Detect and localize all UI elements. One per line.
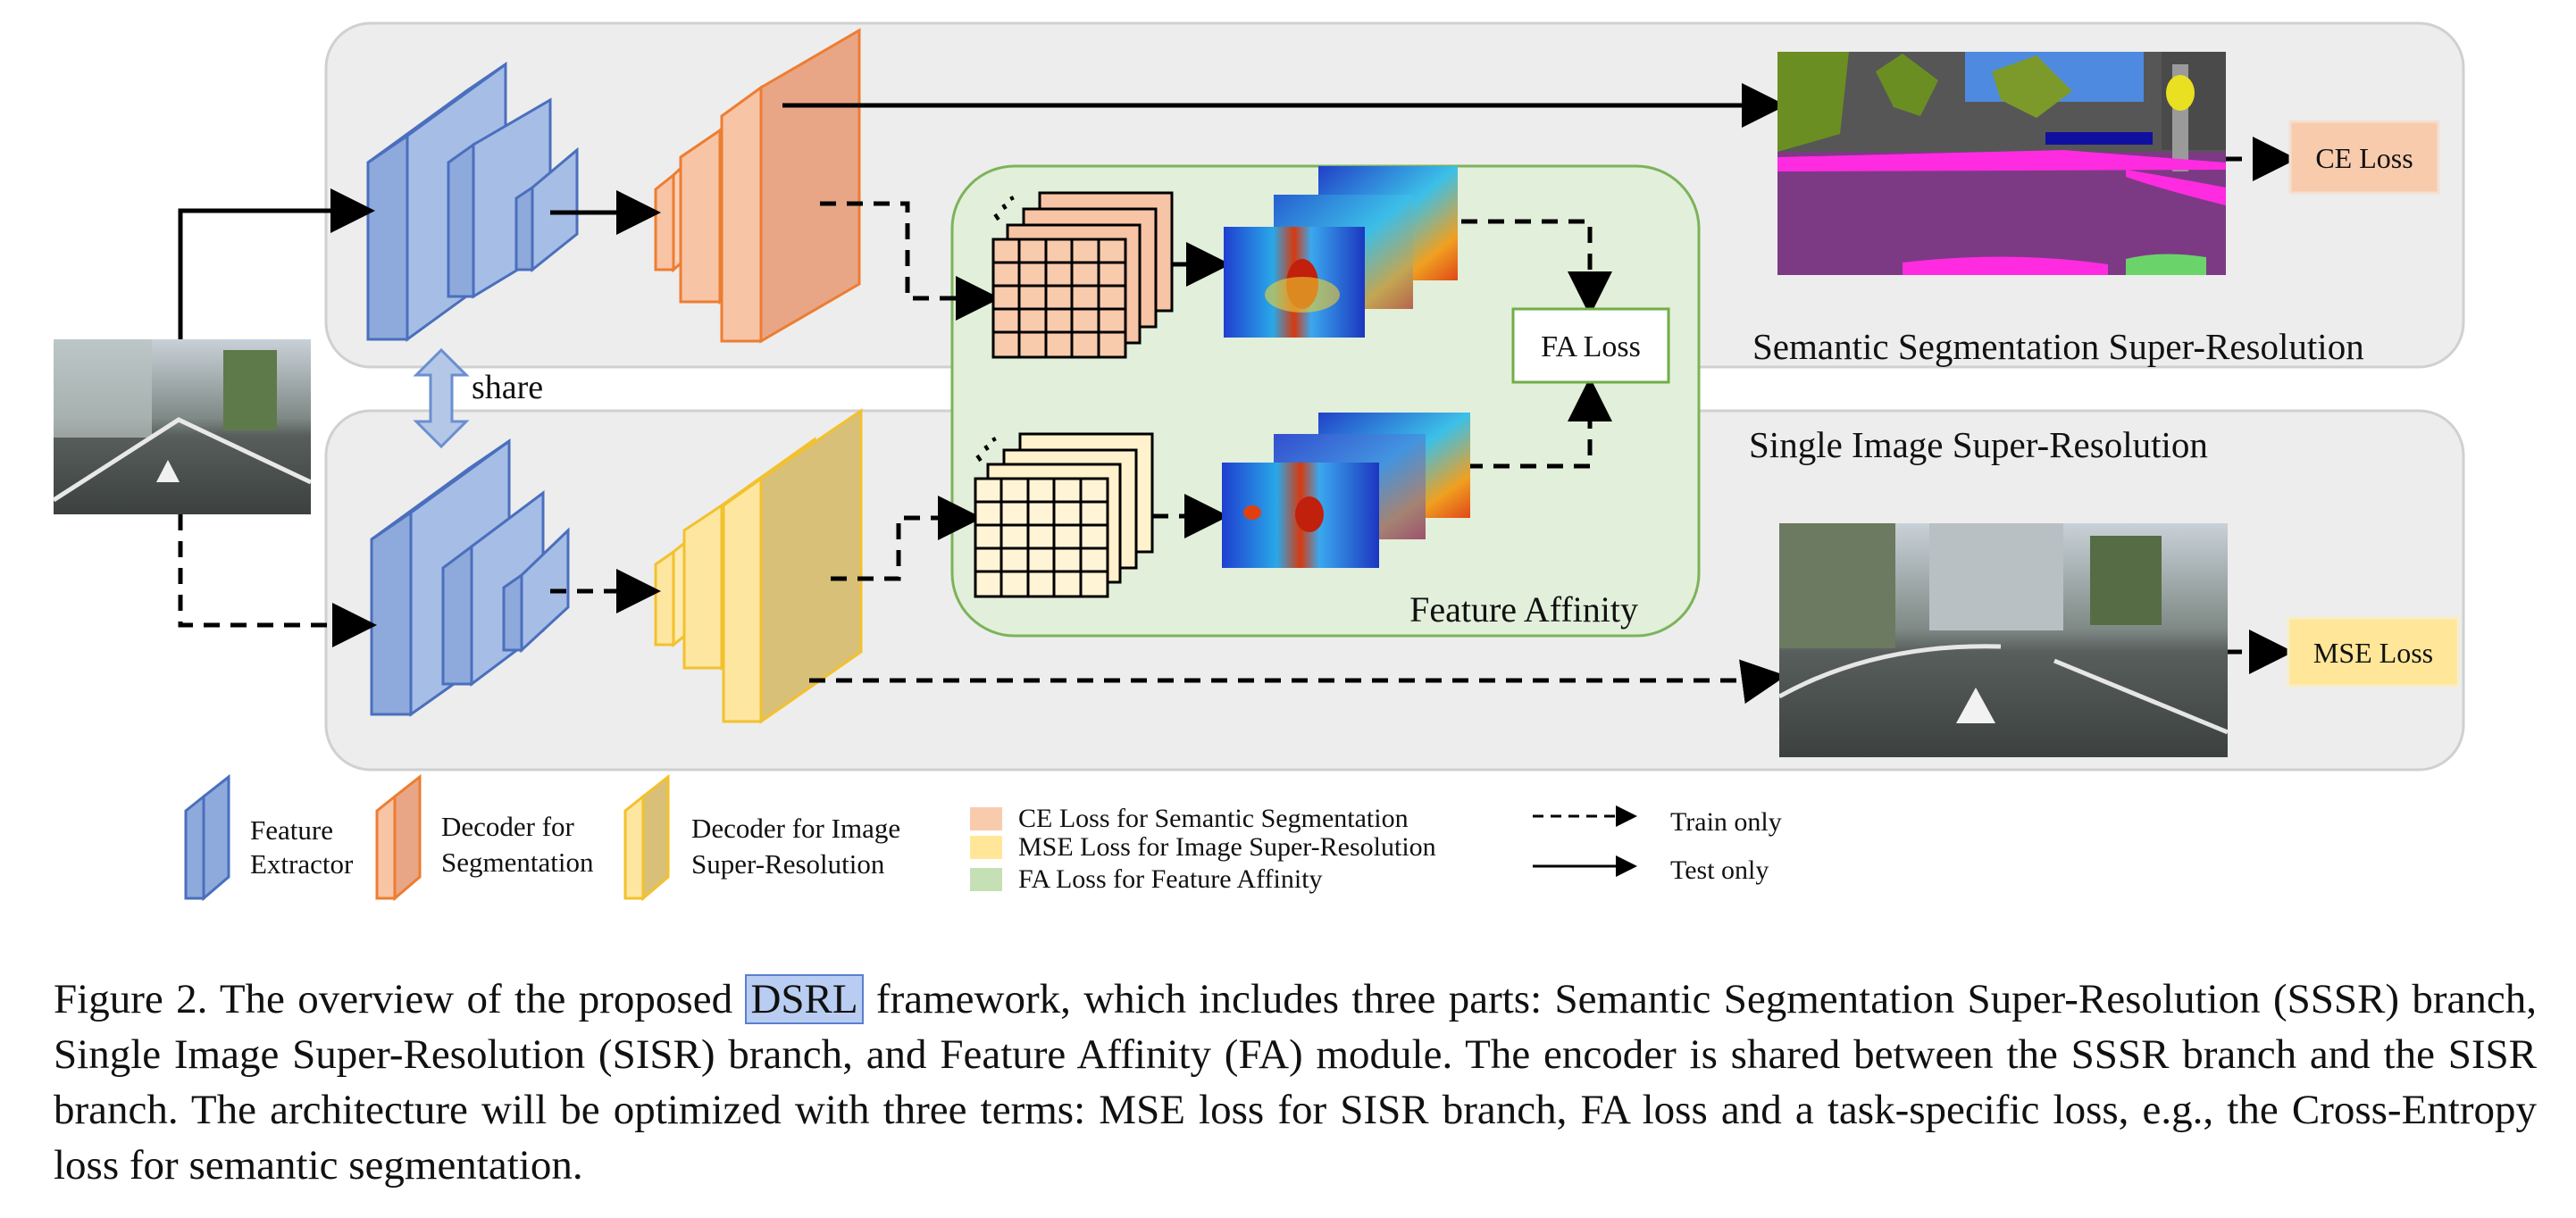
legend-decoder-seg-swatch — [375, 773, 422, 902]
super-resolution-feature-grid — [974, 432, 1154, 598]
legend-feature-extractor-swatch — [184, 773, 230, 902]
segmentation-decoder — [654, 28, 861, 344]
train-flow-arrows — [178, 137, 2297, 705]
mse-loss-box — [2287, 616, 2460, 688]
feature-extractor-bottom — [370, 438, 570, 717]
legend-fa-desc: FA Loss for Feature Affinity — [1018, 864, 1323, 894]
share-double-arrow — [413, 347, 470, 449]
ce-loss-box — [2288, 120, 2440, 195]
sssr-branch-title: Semantic Segmentation Super-Resolution — [1752, 326, 2364, 367]
legend-decoder-seg-line2: Segmentation — [441, 847, 594, 878]
super-resolution-output-image — [1777, 523, 2229, 757]
super-resolution-decoder — [654, 408, 863, 724]
legend: Feature Extractor Decoder for Segmentati… — [184, 773, 1782, 902]
segmentation-output-image — [1777, 52, 2226, 275]
legend-train-only: Train only — [1670, 807, 1782, 837]
legend-decoder-sr-line1: Decoder for Image — [691, 813, 900, 844]
figure-caption: Figure 2. The overview of the proposed D… — [54, 972, 2537, 1193]
legend-fa-swatch — [970, 868, 1002, 891]
legend-feature-extractor-line1: Feature — [250, 814, 333, 846]
dsrl-framework-diagram: share — [52, 21, 2465, 902]
input-low-resolution-image — [52, 339, 313, 514]
segmentation-feature-grid — [991, 191, 1174, 359]
share-label: share — [472, 369, 543, 406]
caption-highlight-dsrl: DSRL — [745, 974, 864, 1024]
super-resolution-affinity-heatmaps — [1222, 413, 1470, 568]
fa-loss-box — [1511, 307, 1670, 384]
caption-prefix: Figure 2. The overview of the proposed — [54, 976, 746, 1022]
sisr-branch-title: Single Image Super-Resolution — [1749, 424, 2208, 465]
fa-loss-label: FA Loss — [1541, 330, 1641, 363]
legend-feature-extractor-line2: Extractor — [250, 848, 354, 880]
legend-test-only: Test only — [1670, 855, 1769, 885]
legend-ce-desc: CE Loss for Semantic Segmentation — [1018, 804, 1409, 833]
legend-decoder-seg-line1: Decoder for — [441, 811, 575, 842]
feature-extractor-top — [366, 62, 579, 342]
legend-ce-swatch — [970, 807, 1002, 830]
feature-affinity-title: Feature Affinity — [1409, 589, 1638, 630]
test-flow-arrows — [178, 83, 1786, 339]
ce-loss-label: CE Loss — [2315, 142, 2413, 174]
legend-decoder-sr-line2: Super-Resolution — [691, 848, 885, 880]
caption-rest: framework, which includes three parts: S… — [54, 976, 2537, 1189]
segmentation-affinity-heatmaps — [1224, 166, 1458, 338]
legend-mse-swatch — [970, 836, 1002, 859]
legend-mse-desc: MSE Loss for Image Super-Resolution — [1018, 832, 1436, 862]
legend-decoder-sr-swatch — [623, 773, 670, 902]
mse-loss-label: MSE Loss — [2313, 637, 2433, 669]
